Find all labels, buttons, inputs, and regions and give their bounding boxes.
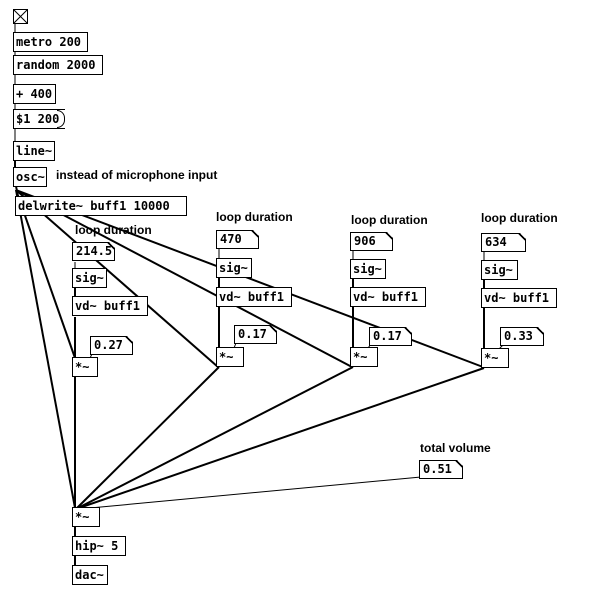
master-multiply-object[interactable]: *~ bbox=[72, 507, 100, 527]
gain-number-2[interactable]: 0.17 bbox=[234, 325, 277, 344]
vd-object-4[interactable]: vd~ buff1 bbox=[481, 288, 557, 308]
loop-duration-number-3[interactable]: 906 bbox=[350, 232, 393, 251]
bang-button[interactable] bbox=[13, 9, 28, 24]
loop-duration-number-1[interactable]: 214.5 bbox=[72, 242, 115, 261]
cord-osc-mul2 bbox=[15, 189, 219, 368]
loop-duration-number-4[interactable]: 634 bbox=[481, 233, 526, 252]
sig-object-3[interactable]: sig~ bbox=[350, 259, 386, 279]
cord-mul2-master bbox=[76, 366, 220, 509]
plus-object[interactable]: + 400 bbox=[13, 84, 56, 104]
sig-object-2[interactable]: sig~ bbox=[216, 258, 252, 278]
multiply-object-3[interactable]: *~ bbox=[350, 347, 378, 367]
gain-number-4[interactable]: 0.33 bbox=[500, 327, 544, 346]
sig-object-1[interactable]: sig~ bbox=[72, 268, 107, 288]
metro-object[interactable]: metro 200 bbox=[13, 32, 88, 52]
multiply-object-1[interactable]: *~ bbox=[72, 357, 98, 377]
cord-mul3-master bbox=[77, 366, 354, 509]
hip-object[interactable]: hip~ 5 bbox=[72, 536, 126, 556]
loop-duration-comment-1: loop duration bbox=[75, 223, 152, 237]
mic-input-comment: instead of microphone input bbox=[56, 168, 218, 182]
loop-duration-comment-3: loop duration bbox=[351, 213, 428, 227]
cord-osc-mul1 bbox=[15, 189, 76, 359]
cord-volume-master bbox=[89, 476, 422, 509]
loop-duration-number-2[interactable]: 470 bbox=[216, 230, 259, 249]
delwrite-object[interactable]: delwrite~ buff1 10000 bbox=[15, 196, 187, 216]
osc-object[interactable]: osc~ bbox=[13, 167, 47, 187]
random-object[interactable]: random 2000 bbox=[13, 55, 103, 75]
dac-object[interactable]: dac~ bbox=[72, 565, 108, 585]
vd-object-3[interactable]: vd~ buff1 bbox=[350, 287, 426, 307]
sig-object-4[interactable]: sig~ bbox=[481, 260, 518, 280]
cord-osc-mul3 bbox=[15, 189, 353, 368]
cord-osc-master bbox=[15, 189, 76, 509]
loop-duration-comment-4: loop duration bbox=[481, 211, 558, 225]
vd-object-2[interactable]: vd~ buff1 bbox=[216, 287, 292, 307]
total-volume-number[interactable]: 0.51 bbox=[419, 460, 463, 479]
multiply-object-2[interactable]: *~ bbox=[216, 347, 244, 367]
multiply-object-4[interactable]: *~ bbox=[481, 348, 509, 368]
gain-number-3[interactable]: 0.17 bbox=[369, 327, 412, 346]
gain-number-1[interactable]: 0.27 bbox=[90, 336, 133, 355]
total-volume-comment: total volume bbox=[420, 441, 491, 455]
vd-object-1[interactable]: vd~ buff1 bbox=[72, 296, 148, 316]
line-object[interactable]: line~ bbox=[13, 141, 55, 161]
bang-x-icon bbox=[14, 10, 27, 23]
loop-duration-comment-2: loop duration bbox=[216, 210, 293, 224]
ramp-message-box[interactable]: $1 200 bbox=[13, 109, 65, 129]
cord-mul4-master bbox=[78, 367, 485, 509]
